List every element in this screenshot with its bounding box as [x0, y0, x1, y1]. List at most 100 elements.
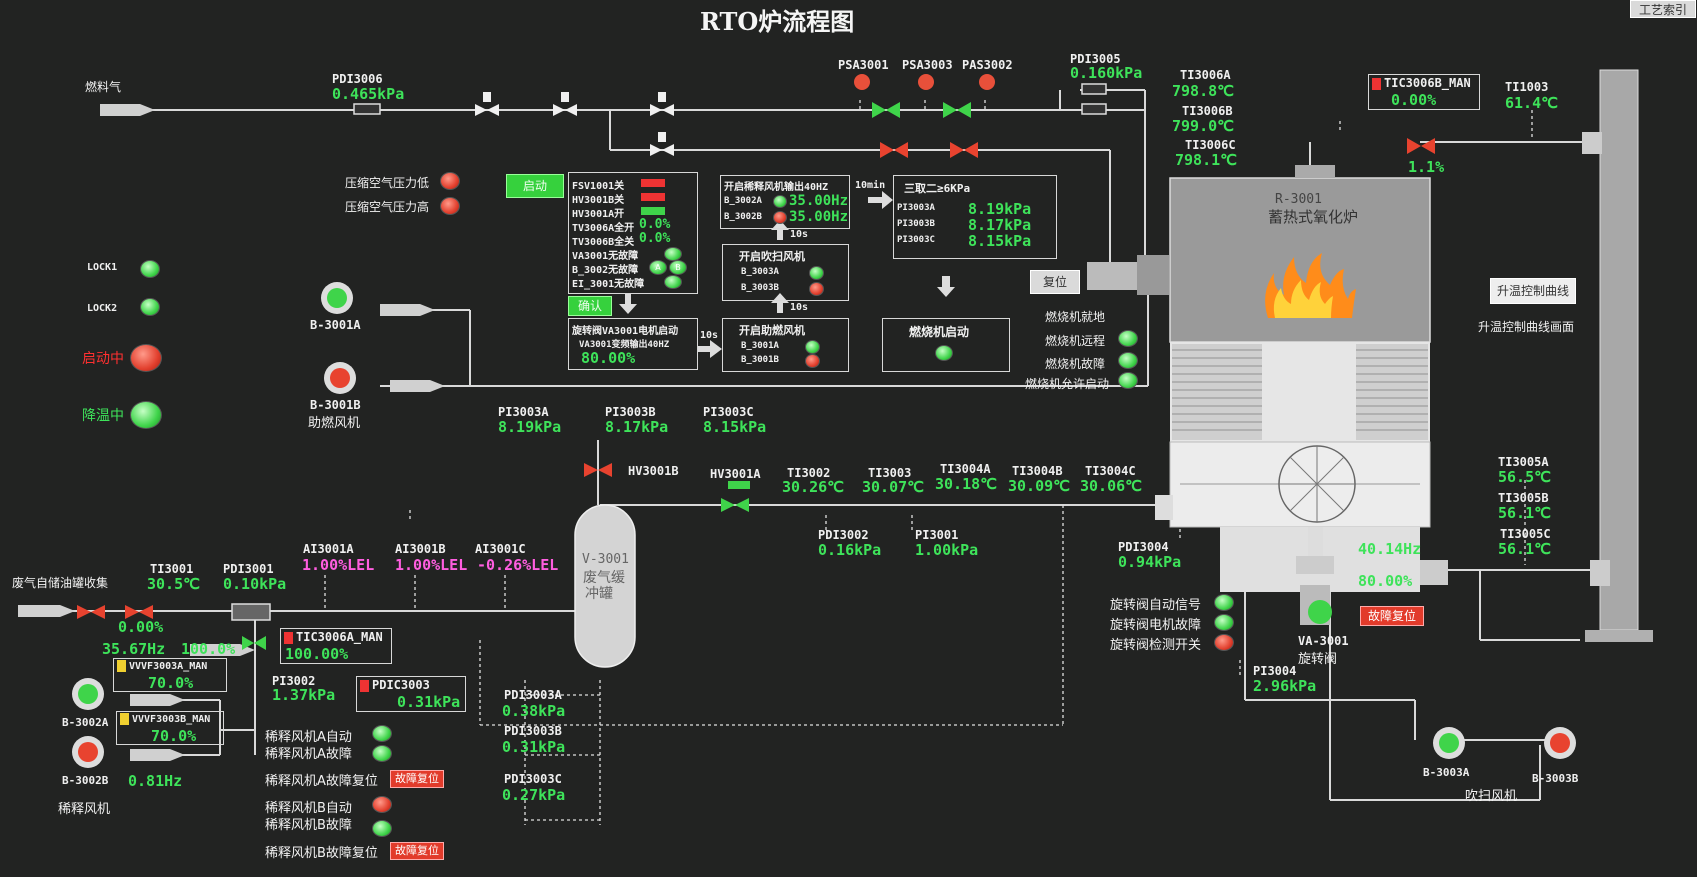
b3001a-seq-lamp [805, 340, 820, 354]
pdic3003-faceplate[interactable]: PDIC3003 0.31kPa [356, 676, 466, 712]
purge-seq-title: 开启吹扫风机 [739, 250, 805, 263]
air-pressure-high-label: 压缩空气压力高 [345, 200, 430, 214]
pi3001-tag: PI3001 [915, 528, 959, 542]
pdi3002-value: 0.16kPa [818, 541, 882, 559]
rotary-detect-lamp [1214, 634, 1234, 651]
burner-start-box[interactable]: 燃烧机启动 [882, 318, 1010, 372]
pdi3004-value: 0.94kPa [1118, 553, 1182, 571]
ti3001-tag: TI3001 [150, 562, 194, 576]
tv3006a-value: 0.0% [639, 217, 671, 232]
va3001-ok-label: VA3001无故障 [572, 251, 639, 262]
b3002b-seq-label: B_3002B [724, 212, 762, 222]
tic3006b-faceplate[interactable]: TIC3006B_MAN 0.00% [1368, 74, 1480, 110]
pi3002-value: 1.37kPa [272, 686, 336, 704]
heating-curve-button[interactable]: 升温控制曲线 [1490, 278, 1576, 304]
manual-flag-icon [1372, 77, 1381, 90]
ai3001c-tag: AI3001C [475, 542, 526, 556]
burner-fault-lamp [1118, 352, 1138, 369]
tic3006b-tag-row: TIC3006B_MAN [1372, 76, 1471, 90]
ai3001c-value: -0.26%LEL [477, 556, 559, 574]
b3002b-seq-lamp [773, 211, 787, 224]
dilution-frequency: 35.67Hz [102, 640, 166, 658]
reactor-tag: R-3001 [1275, 192, 1322, 207]
hv3001b-closed-label: HV3001B关 [572, 195, 625, 206]
tv3006b-value: 0.0% [639, 231, 671, 246]
b3003a-seq-label: B_3003A [741, 267, 779, 277]
pdic3003-tag-row: PDIC3003 [360, 678, 430, 692]
reset-button[interactable]: 复位 [1030, 270, 1080, 294]
va3001-name: 旋转阀 [1298, 652, 1338, 667]
psa3001-tag: PSA3001 [838, 58, 889, 72]
fsv1001-indicator [641, 179, 665, 187]
tic3006b-tag: TIC3006B_MAN [1384, 76, 1471, 90]
ti3004a-value: 30.18℃ [935, 475, 997, 493]
dil-a-auto-lamp [372, 725, 392, 742]
pdic3003-value: 0.31kPa [397, 693, 461, 711]
vvvf3003a-faceplate[interactable]: VVVF3003A_MAN 70.0% [113, 658, 227, 692]
vvvf3003b-value: 70.0% [151, 727, 197, 745]
va3001-ok-lamp [664, 247, 682, 261]
ti3005a-value: 56.5℃ [1498, 468, 1551, 486]
two3-pi3003c-tag: PI3003C [897, 235, 935, 245]
dil-a-fault-lamp [372, 745, 392, 762]
reactor-name: 蓄热式氧化炉 [1268, 208, 1359, 226]
tv3006b-label: TV3006B全关 [572, 237, 635, 248]
vvvf3003b-faceplate[interactable]: VVVF3003B_MAN 70.0% [116, 711, 224, 745]
dil-a-fault-label: 稀释风机A故障 [265, 747, 352, 762]
lock1-label: LOCK1 [87, 262, 118, 273]
process-index-button[interactable]: 工艺索引 [1630, 0, 1696, 18]
b3003b-seq-lamp [809, 282, 824, 296]
va3001-frequency: 40.14Hz [1358, 540, 1422, 558]
confirm-button[interactable]: 确认 [568, 296, 612, 316]
air-pressure-high-lamp [440, 197, 460, 215]
ti3001-value: 30.5℃ [147, 575, 200, 593]
ti3006a-tag: TI3006A [1180, 68, 1231, 82]
ti1003-value: 61.4℃ [1505, 94, 1558, 112]
pdi3003a-tag: PDI3003A [504, 688, 562, 702]
ei3001-ok-lamp [664, 275, 682, 289]
burner-allow-lamp [1118, 372, 1138, 389]
pi3004-tag: PI3004 [1253, 664, 1297, 678]
dilution-seq-box: 开启稀释风机输出40HZ B_3002A 35.00Hz B_3002B 35.… [720, 175, 850, 229]
air-pressure-low-label: 压缩空气压力低 [345, 176, 430, 190]
ti3006a-value: 798.8℃ [1172, 82, 1234, 100]
b3003a-label: B-3003A [1423, 766, 1470, 779]
dil-a-auto-label: 稀释风机A自动 [265, 730, 352, 745]
fuel-gas-label: 燃料气 [85, 80, 122, 94]
tic3006a-faceplate[interactable]: TIC3006A_MAN 100.00% [280, 628, 392, 664]
start-button[interactable]: 启动 [506, 174, 564, 198]
dil-b-reset-label: 稀释风机B故障复位 [265, 846, 378, 861]
vvvf3003b-tag: VVVF3003B_MAN [132, 714, 211, 725]
rotary-start-panel: 旋转阀VA3001电机启动 VA3001变频输出40HZ 80.00% [568, 318, 698, 370]
pi3001-value: 1.00kPa [915, 541, 979, 559]
ti3006c-tag: TI3006C [1185, 138, 1236, 152]
running-lamp [130, 344, 162, 372]
two3-pi3003b-tag: PI3003B [897, 219, 935, 229]
pi3003a-value: 8.19kPa [498, 418, 562, 436]
dil-a-fault-reset-button[interactable]: 故障复位 [390, 770, 444, 788]
running-label: 启动中 [82, 351, 124, 367]
hv3001a-actuator[interactable] [728, 481, 750, 489]
b3003b-label: B-3003B [1532, 772, 1579, 785]
rotary-start-line2: VA3001变频输出40HZ [579, 340, 670, 350]
cooling-label: 降温中 [82, 408, 124, 424]
rotary-detect-label: 旋转阀检测开关 [1110, 638, 1202, 653]
b3002a-seq-value: 35.00Hz [789, 193, 849, 209]
pi3002-tag: PI3002 [272, 674, 316, 688]
pi3003b-value: 8.17kPa [605, 418, 669, 436]
b3001b-label: B-3001B [310, 398, 361, 412]
ti3006c-value: 798.1℃ [1175, 151, 1237, 169]
lock1-lamp [140, 260, 160, 278]
two3-pi3003b-value: 8.17kPa [968, 216, 1032, 234]
tank-name-line1: 废气缓 [583, 570, 625, 586]
burner-allow-label: 燃烧机允许启动 [1025, 377, 1110, 391]
b3002b-seq-value: 35.00Hz [789, 209, 849, 225]
rotary-start-line1: 旋转阀VA3001电机启动 [572, 326, 679, 337]
local-flag-icon [120, 713, 129, 725]
rotary-start-value: 80.00% [581, 349, 636, 367]
dil-b-fault-reset-button[interactable]: 故障复位 [390, 842, 444, 860]
rotary-fault-reset-button[interactable]: 故障复位 [1360, 606, 1424, 626]
burner-remote-lamp [1118, 330, 1138, 347]
rotary-auto-label: 旋转阀自动信号 [1110, 598, 1202, 613]
